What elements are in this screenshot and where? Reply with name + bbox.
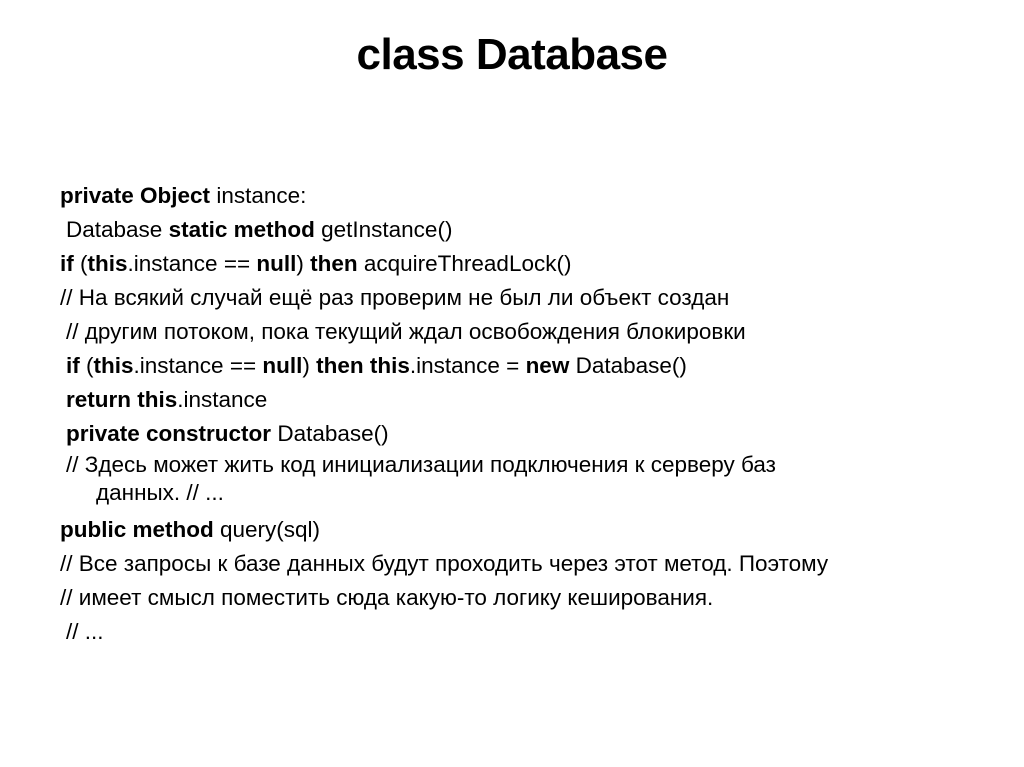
comment-line: // Все запросы к базе данных будут прохо… [60,547,980,581]
keyword-text: this [93,353,134,378]
code-line: public method query(sql) [60,513,980,547]
keyword-text: if [66,353,80,378]
code-line: if (this.instance == null) then acquireT… [60,247,980,281]
code-text: Database [66,217,169,242]
keyword-text: public method [60,517,214,542]
code-text: acquireThreadLock() [357,251,572,276]
code-text: // Все запросы к базе данных будут прохо… [60,551,829,576]
code-text: .instance [177,387,268,412]
keyword-text: return this [66,387,178,412]
code-text: // ... [66,619,104,644]
comment-continuation: данных. // ... [96,480,224,505]
code-text: .instance == [133,353,263,378]
code-text: instance: [210,183,307,208]
code-line: if (this.instance == null) then this.ins… [60,349,980,383]
comment-line: // ... [60,615,980,649]
code-text: ) [296,251,311,276]
keyword-text: then [310,251,358,276]
code-text: Database() [271,421,389,446]
keyword-text: private Object [60,183,211,208]
code-text: // Здесь может жить код инициализации по… [66,452,776,477]
code-text: ( [79,353,94,378]
slide-body: private Object instance: Database static… [60,179,980,649]
comment-line: // На всякий случай ещё раз проверим не … [60,281,980,315]
code-text: query(sql) [213,517,321,542]
code-line: Database static method getInstance() [60,213,980,247]
code-line: return this.instance [60,383,980,417]
code-text: getInstance() [314,217,453,242]
code-text: ) [302,353,317,378]
code-text: .instance = [409,353,526,378]
code-text: // другим потоком, пока текущий ждал осв… [66,319,746,344]
keyword-text: new [525,353,570,378]
keyword-text: null [256,251,297,276]
code-text: // имеет смысл поместить сюда какую-то л… [60,585,714,610]
comment-line: // другим потоком, пока текущий ждал осв… [60,315,980,349]
code-text: // На всякий случай ещё раз проверим не … [60,285,730,310]
comment-line: // имеет смысл поместить сюда какую-то л… [60,581,980,615]
keyword-text: null [262,353,303,378]
keyword-text: this [87,251,128,276]
code-line: private constructor Database() [60,417,980,451]
keyword-text: then this [316,353,410,378]
code-text: .instance == [127,251,257,276]
comment-line: // Здесь может жить код инициализации по… [60,451,980,513]
keyword-text: private constructor [66,421,272,446]
keyword-text: if [60,251,74,276]
code-text: ( [73,251,88,276]
code-line: private Object instance: [60,179,980,213]
keyword-text: static method [168,217,315,242]
code-text: Database() [569,353,687,378]
slide-title: class Database [356,30,669,79]
